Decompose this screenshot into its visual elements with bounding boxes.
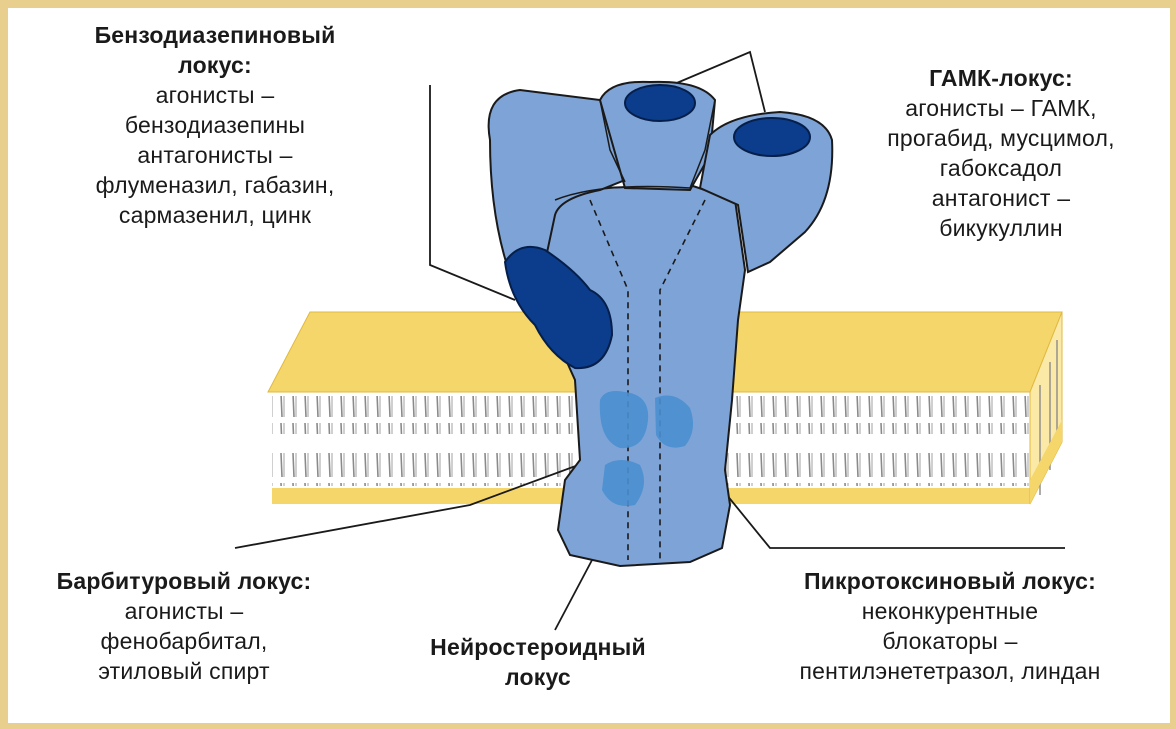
barbiturate-line: агонисты – [14, 596, 354, 626]
benzodiazepine-title: Бензодиазепиновый [30, 20, 400, 50]
benzodiazepine-line: агонисты – [30, 80, 400, 110]
receptor-stalk [545, 185, 745, 566]
neurosteroid-title: Нейростероидный [388, 632, 688, 662]
picrotoxin-line: блокаторы – [730, 626, 1170, 656]
gaba-line: бикукуллин [836, 213, 1166, 243]
gaba-locus-label: ГАМК-локус: агонисты – ГАМК, прогабид, м… [836, 63, 1166, 243]
picrotoxin-title: Пикротоксиновый локус: [730, 566, 1170, 596]
benzodiazepine-line: бензодиазепины [30, 110, 400, 140]
benzodiazepine-locus-label: Бензодиазепиновый локус: агонисты – бенз… [30, 20, 400, 230]
benzodiazepine-line: антагонисты – [30, 140, 400, 170]
gaba-line: агонисты – ГАМК, [836, 93, 1166, 123]
barbiturate-locus-label: Барбитуровый локус: агонисты – фенобарби… [14, 566, 354, 686]
neurosteroid-title-2: локус [388, 662, 688, 692]
gaba-line: антагонист – [836, 183, 1166, 213]
barbiturate-title: Барбитуровый локус: [14, 566, 354, 596]
gaba-line: габоксадол [836, 153, 1166, 183]
barbiturate-line: этиловый спирт [14, 656, 354, 686]
barbiturate-line: фенобарбитал, [14, 626, 354, 656]
gaba-site-top [625, 85, 695, 121]
picrotoxin-line: неконкурентные [730, 596, 1170, 626]
gaba-line: прогабид, мусцимол, [836, 123, 1166, 153]
neurosteroid-locus-label: Нейростероидный локус [388, 632, 688, 692]
benzodiazepine-line: флуменазил, габазин, [30, 170, 400, 200]
benzodiazepine-title-2: локус: [30, 50, 400, 80]
picrotoxin-locus-label: Пикротоксиновый локус: неконкурентные бл… [730, 566, 1170, 686]
picrotoxin-line: пентилэнететразол, линдан [730, 656, 1170, 686]
benzodiazepine-line: сармазенил, цинк [30, 200, 400, 230]
gaba-site-right [734, 118, 810, 156]
gaba-title: ГАМК-локус: [836, 63, 1166, 93]
